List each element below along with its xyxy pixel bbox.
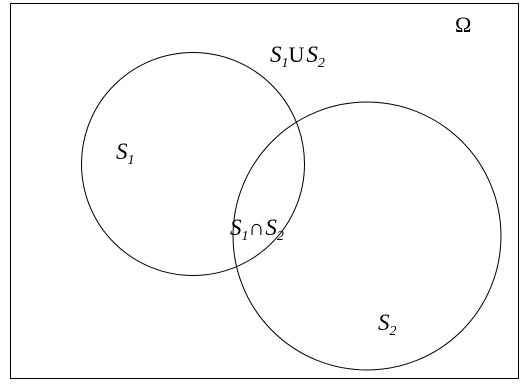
union-label: S1US2: [270, 42, 325, 71]
union-right-letter: S: [306, 42, 318, 67]
intersection-left-index: 1: [242, 229, 249, 244]
intersection-right-letter: S: [265, 215, 277, 240]
union-left-letter: S: [270, 42, 282, 67]
set-s2-index: 2: [390, 324, 397, 339]
union-right-index: 2: [318, 56, 325, 71]
intersection-operator: ∩: [249, 215, 265, 240]
universe-frame: [10, 3, 519, 379]
set-s2-label: S2: [378, 310, 397, 339]
set-s1-letter: S: [116, 139, 128, 164]
set-s1-label: S1: [116, 139, 135, 168]
union-operator: U: [289, 42, 305, 67]
intersection-right-index: 2: [277, 229, 284, 244]
intersection-left-letter: S: [230, 215, 242, 240]
set-s2-circle: [232, 101, 502, 371]
intersection-label: S1∩S2: [230, 215, 284, 244]
set-s1-index: 1: [128, 153, 135, 168]
universe-label: Ω: [455, 12, 471, 37]
set-s2-letter: S: [378, 310, 390, 335]
union-left-index: 1: [282, 56, 289, 71]
set-s1-circle: [81, 52, 305, 276]
